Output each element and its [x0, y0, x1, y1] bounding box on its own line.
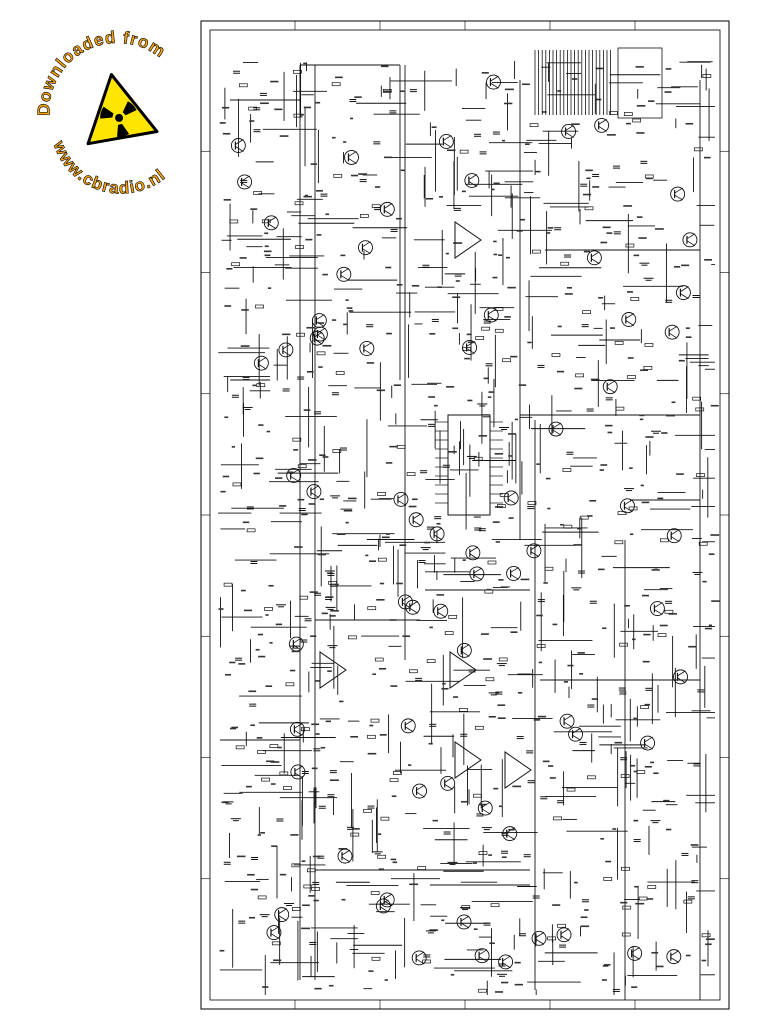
grid-ticks [201, 21, 729, 1009]
circuit-schematic [200, 20, 730, 1010]
radiation-warning-icon [86, 73, 159, 146]
download-stamp-logo: Downloaded from www.cbradio.nl [34, 27, 169, 195]
schematic-components [218, 47, 720, 993]
schematic-wires [218, 60, 715, 1000]
stamp-bottom-text: www.cbradio.nl [49, 137, 169, 195]
